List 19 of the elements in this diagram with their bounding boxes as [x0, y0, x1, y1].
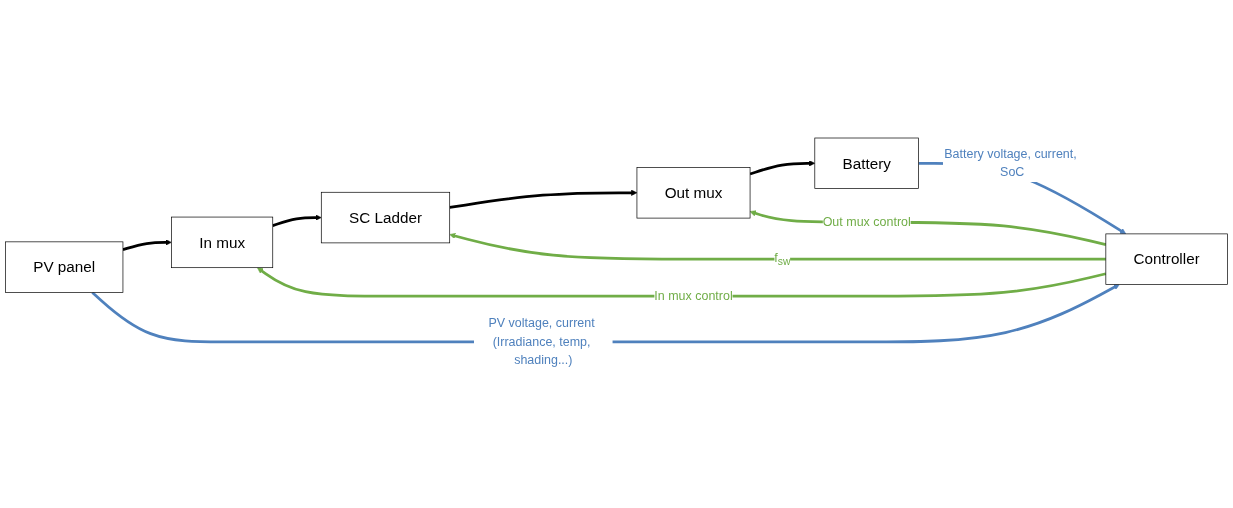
edge-label: In mux control: [654, 288, 733, 303]
edge-label: Out mux control: [822, 214, 911, 229]
node-box: SC Ladder: [320, 191, 451, 244]
edge-label: PV voltage, current (Irradiance, temp, shading...): [488, 315, 595, 368]
node-box: PV panel: [5, 241, 124, 293]
node-box: Out mux: [636, 167, 751, 219]
arrow: [122, 239, 172, 251]
node-box: Controller: [1105, 233, 1228, 285]
edge-label: f$_{sw}$: [774, 250, 791, 268]
arrow: [91, 284, 1120, 344]
arrow: [257, 267, 1107, 298]
arrow: [749, 210, 1107, 246]
arrow: [749, 160, 816, 176]
node-box: In mux: [171, 216, 274, 269]
arrow: [272, 214, 322, 227]
arrow: [449, 189, 638, 209]
node-box: Battery: [814, 137, 919, 189]
edge-label: Battery voltage, current, SoC: [944, 146, 1077, 180]
arrow: [449, 232, 1106, 261]
